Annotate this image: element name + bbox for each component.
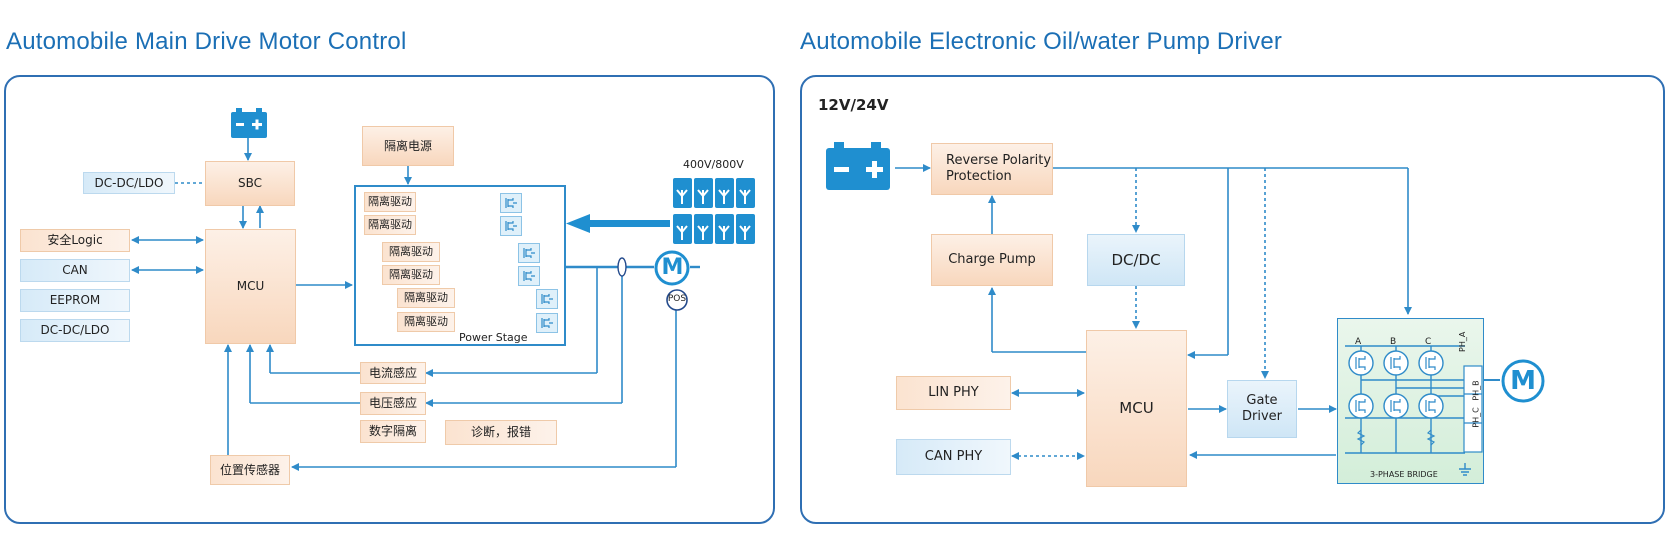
ph-a-label: PH_A [1458, 331, 1467, 352]
diagnostics-block: 诊断，报错 [445, 420, 557, 445]
phase-label-c: C [1425, 337, 1432, 347]
current-sense-block: 电流感应 [360, 362, 426, 384]
dcdc-ldo-bottom-block: DC-DC/LDO [20, 319, 130, 342]
iso-driver-3: 隔离驱动 [382, 242, 440, 262]
bridge-label: 3-PHASE BRIDGE [1370, 470, 1438, 479]
reverse-polarity-block: Reverse Polarity Protection [931, 143, 1053, 195]
safety-logic-block: 安全Logic [20, 229, 130, 252]
mosfet-icon [500, 193, 522, 213]
voltage-sense-block: 电压感应 [360, 392, 426, 415]
sbc-block: SBC [205, 161, 295, 206]
power-flow-arrow [566, 214, 670, 233]
battery-pack-voltage-label: 400V/800V [683, 158, 744, 171]
mosfet-icon [536, 313, 558, 333]
eeprom-block: EEPROM [20, 289, 130, 312]
right-diagram-title: Automobile Electronic Oil/water Pump Dri… [800, 28, 1283, 55]
phase-label-a: A [1355, 337, 1362, 347]
iso-driver-4: 隔离驱动 [382, 265, 440, 285]
digital-isolation-block: 数字隔离 [360, 420, 426, 443]
battery-icon [826, 142, 890, 190]
iso-driver-1: 隔离驱动 [364, 192, 416, 212]
left-diagram-title: Automobile Main Drive Motor Control [6, 28, 407, 55]
motor-icon-right [1501, 359, 1545, 403]
mosfet-icon [518, 243, 540, 263]
lin-phy-block: LIN PHY [896, 376, 1011, 410]
mosfet-icon [518, 266, 540, 286]
can-phy-block: CAN PHY [896, 439, 1011, 475]
bridge-schematic [1345, 345, 1483, 476]
current-transformer-icon [617, 257, 627, 277]
ph-b-label: PH_B [1471, 380, 1481, 401]
mosfet-icon [536, 289, 558, 309]
motor-letter-right: M [1510, 365, 1536, 396]
dcdc-block: DC/DC [1087, 234, 1185, 286]
isolated-power-block: 隔离电源 [362, 126, 454, 166]
charge-pump-block: Charge Pump [931, 234, 1053, 286]
motor-icon-left [654, 250, 690, 286]
battery-pack-icon [673, 178, 755, 244]
mosfet-icon [500, 216, 522, 236]
gate-driver-block: Gate Driver [1227, 380, 1297, 438]
phase-label-b: B [1390, 337, 1397, 347]
position-sensor-block: 位置传感器 [210, 455, 290, 485]
mcu-block-right: MCU [1086, 330, 1187, 487]
iso-driver-2: 隔离驱动 [364, 215, 416, 235]
pos-sensor-circle [666, 289, 688, 311]
iso-driver-5: 隔离驱动 [397, 288, 455, 308]
iso-driver-6: 隔离驱动 [397, 312, 455, 332]
motor-letter-left: M [661, 255, 684, 281]
supply-voltage-label: 12V/24V [818, 96, 889, 114]
ph-c-label: PH_C [1471, 407, 1481, 428]
pos-label: POS [667, 294, 687, 305]
power-stage-label: Power Stage [459, 331, 528, 344]
battery-icon [231, 108, 267, 138]
can-block: CAN [20, 259, 130, 282]
dcdc-ldo-top-block: DC-DC/LDO [83, 172, 175, 194]
mcu-block-left: MCU [205, 229, 296, 344]
